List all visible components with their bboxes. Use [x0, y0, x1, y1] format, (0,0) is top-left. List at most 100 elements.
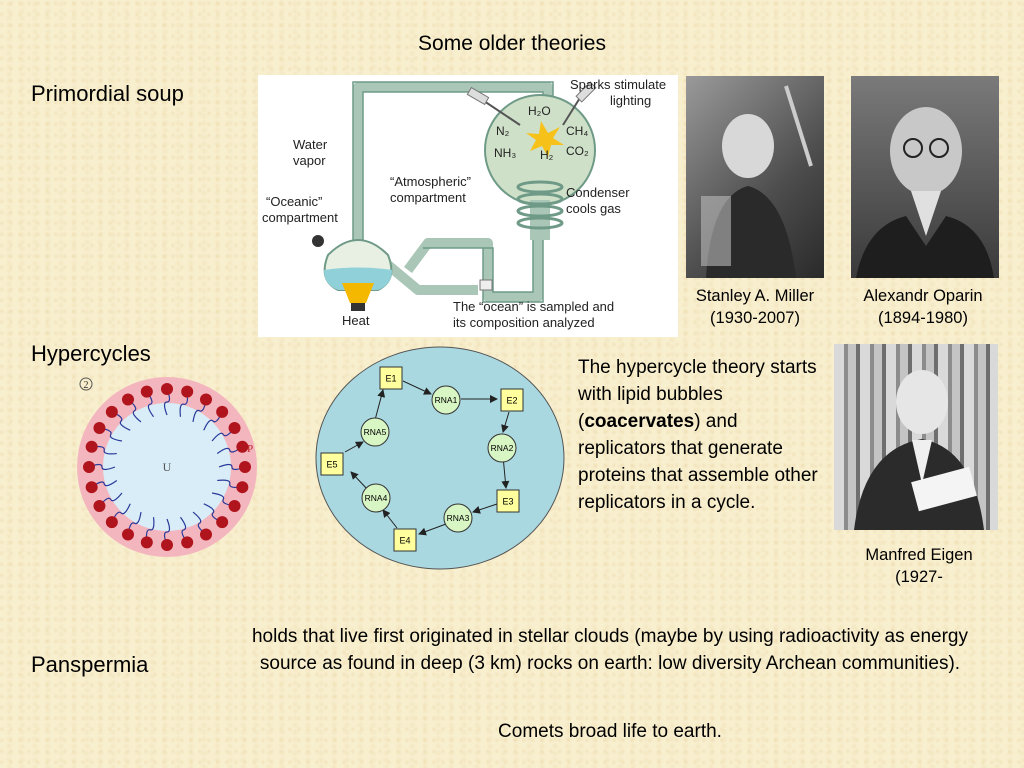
lipid-head — [105, 516, 118, 529]
lipid-tail — [145, 517, 155, 543]
caption-oparin-years: (1894-1980) — [878, 309, 968, 327]
caption-eigen-years: (1927- — [895, 568, 943, 586]
hypercycle-enzyme-label: E5 — [326, 460, 337, 470]
lipid-tail — [211, 492, 235, 507]
label-atmospheric-1: “Atmospheric” — [390, 174, 471, 189]
lipid-head — [140, 385, 153, 398]
lipid-head — [140, 536, 153, 549]
lipid-tail — [203, 503, 223, 523]
svg-text:lighting: lighting — [610, 93, 651, 108]
label-heat: Heat — [342, 313, 370, 328]
coacervate-diagram: 2 U P — [72, 370, 272, 560]
caption-oparin: Alexandr Oparin (1894-1980) — [842, 285, 1004, 329]
coacervate-center-label: U — [163, 460, 172, 474]
label-sparks-1: Sparks stimulate — [570, 77, 666, 92]
hypercycle-enzyme-label: E1 — [385, 374, 396, 384]
lipid-tail — [99, 427, 123, 442]
lipid-tail — [216, 446, 243, 455]
svg-text:Sparks stimulate: Sparks stimulate — [570, 77, 666, 92]
lipid-head — [93, 500, 106, 512]
hypercycle-rna-circle — [443, 503, 473, 533]
lipid-tail — [192, 399, 207, 423]
label-condenser-2: cools gas — [566, 201, 621, 216]
svg-text:vapor: vapor — [293, 153, 326, 168]
svg-text:CO₂: CO₂ — [566, 144, 589, 158]
label-ocean-sampled-2: its composition analyzed — [453, 315, 595, 330]
lipid-head — [105, 405, 118, 418]
lipid-tail — [91, 445, 117, 455]
lipid-tail — [98, 492, 123, 507]
miller-urey-diagram: Sparks stimulate lighting Water vapor “O… — [258, 75, 678, 337]
photo-manfred-eigen — [834, 344, 998, 530]
lipid-head — [83, 461, 95, 473]
hypercycle-enzyme-box — [500, 388, 524, 412]
molecule-co2: CO₂ — [566, 144, 589, 158]
lipid-tail — [192, 511, 207, 536]
caption-miller-years: (1930-2007) — [710, 309, 800, 327]
svg-text:compartment: compartment — [390, 190, 466, 205]
hypercycle-rna-label: RNA3 — [447, 513, 470, 523]
hypercycle-rna-label: RNA1 — [435, 395, 458, 405]
hypercycle-enzyme-label: E2 — [506, 396, 517, 406]
panspermia-comets: Comets broad life to earth. — [498, 721, 722, 742]
lipid-tail — [88, 463, 116, 471]
hypercycle-rna-circle — [360, 417, 390, 447]
slide-title: Some older theories — [418, 32, 606, 55]
lipid-head — [181, 385, 194, 398]
svg-text:“Atmospheric”: “Atmospheric” — [390, 174, 471, 189]
caption-eigen: Manfred Eigen (1927- — [838, 544, 1000, 588]
section-panspermia: Panspermia — [31, 652, 149, 677]
lipid-tail — [203, 411, 223, 431]
lipid-head — [85, 440, 98, 453]
lipid-tail — [179, 516, 188, 543]
molecule-h2: H₂ — [540, 148, 554, 162]
coacervate-edge-label: P — [247, 443, 253, 455]
lipid-head — [236, 440, 249, 453]
svg-text:The “ocean” is sampled and: The “ocean” is sampled and — [453, 299, 614, 314]
lipid-head — [85, 481, 98, 494]
label-oceanic-1: “Oceanic” — [266, 194, 322, 209]
lipid-tail — [163, 388, 171, 416]
lipid-head — [122, 393, 134, 406]
caption-eigen-name: Manfred Eigen — [865, 546, 973, 564]
section-hypercycles: Hypercycles — [31, 341, 151, 366]
lipid-head — [228, 422, 241, 434]
hypercycle-rna-circle — [487, 433, 517, 463]
hypercycle-description: The hypercycle theory starts with lipid … — [578, 354, 818, 516]
label-sparks-2: lighting — [610, 93, 651, 108]
lipid-tail — [111, 411, 131, 431]
lipid-head — [228, 500, 241, 512]
lipid-tail — [211, 427, 236, 442]
lipid-tail — [163, 518, 171, 546]
lipid-head — [93, 422, 106, 434]
label-condenser-1: Condenser — [566, 185, 630, 200]
lipid-tail — [127, 511, 142, 535]
label-ocean-sampled-1: The “ocean” is sampled and — [453, 299, 614, 314]
svg-text:Heat: Heat — [342, 313, 370, 328]
hypercycle-enzyme-box — [320, 452, 344, 476]
section-primordial-soup: Primordial soup — [31, 81, 184, 106]
hypercycle-text-after: ) and replicators that generate proteins… — [578, 411, 818, 513]
hypercycle-rna-circle — [361, 483, 391, 513]
lipid-tail — [127, 398, 142, 423]
caption-miller: Stanley A. Miller (1930-2007) — [674, 285, 836, 329]
hypercycle-rna-label: RNA5 — [364, 427, 387, 437]
molecule-nh3: NH₃ — [494, 146, 516, 160]
svg-text:NH₃: NH₃ — [494, 146, 516, 160]
lipid-head — [161, 383, 173, 395]
hypercycle-rna-label: RNA2 — [491, 443, 514, 453]
svg-text:H₂O: H₂O — [528, 104, 551, 118]
svg-text:CH₄: CH₄ — [566, 124, 588, 138]
label-water-vapor-2: vapor — [293, 153, 326, 168]
photo-alexandr-oparin — [851, 76, 999, 278]
label-atmospheric-2: compartment — [390, 190, 466, 205]
hypercycle-enzyme-label: E3 — [502, 497, 513, 507]
lipid-tail — [218, 463, 246, 471]
svg-text:H₂: H₂ — [540, 148, 554, 162]
hypercycle-enzyme-box — [379, 366, 403, 390]
coacervate-number: 2 — [84, 380, 89, 391]
panspermia-description: holds that live first originated in stel… — [251, 626, 969, 674]
caption-miller-name: Stanley A. Miller — [695, 287, 815, 305]
lipid-head — [239, 461, 251, 473]
